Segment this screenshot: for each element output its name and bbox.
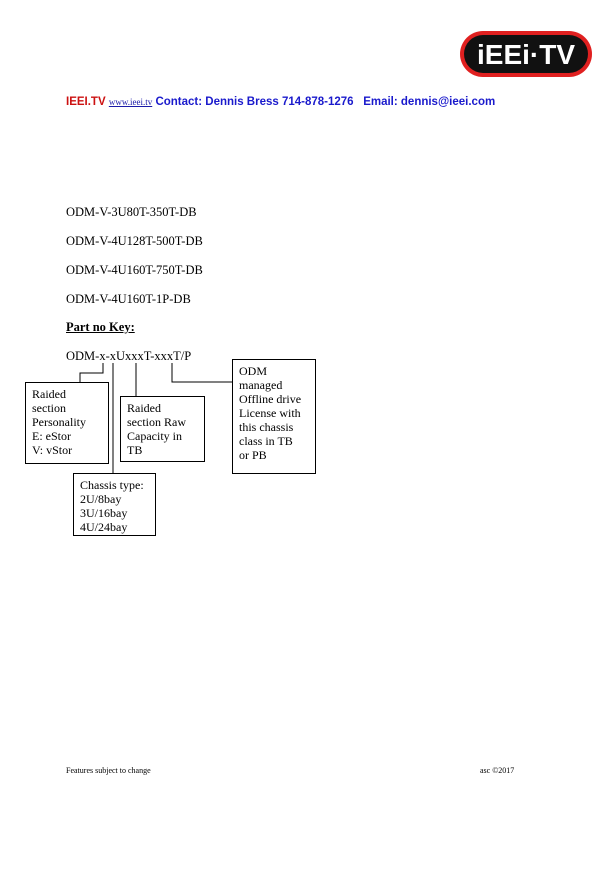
connector-personality (79, 363, 104, 382)
part-number: ODM-V-4U160T-750T-DB (66, 263, 203, 277)
logo-text: iEEi·TV (477, 39, 575, 70)
part-key-title: Part no Key: (66, 320, 135, 334)
brand-name: IEEI.TV (66, 96, 106, 108)
website-link[interactable]: www.ieei.tv (108, 97, 153, 107)
part-number: ODM-V-4U128T-500T-DB (66, 234, 203, 248)
footer-copyright: asc ©2017 (480, 766, 515, 775)
license-box: ODM managed Offline drive License with t… (232, 359, 316, 474)
contact-text: Contact: Dennis Bress 714-878-1276 (155, 96, 354, 108)
connector-license (171, 363, 232, 383)
ieei-tv-logo: iEEi·TV (460, 31, 592, 77)
footer-disclaimer: Features subject to change (66, 766, 151, 775)
part-pattern: ODM-x-xUxxxT-xxxT/P (66, 349, 192, 363)
part-number: ODM-V-3U80T-350T-DB (66, 205, 197, 219)
part-number: ODM-V-4U160T-1P-DB (66, 292, 191, 306)
chassis-box: Chassis type: 2U/8bay 3U/16bay 4U/24bay (73, 473, 156, 536)
email-text: Email: dennis@ieei.com (363, 96, 496, 108)
personality-box: Raided section Personality E: eStor V: v… (25, 382, 109, 464)
contact-line: IEEI.TV www.ieei.tv Contact: Dennis Bres… (66, 96, 586, 108)
raw-capacity-box: Raided section Raw Capacity in TB (120, 396, 205, 462)
